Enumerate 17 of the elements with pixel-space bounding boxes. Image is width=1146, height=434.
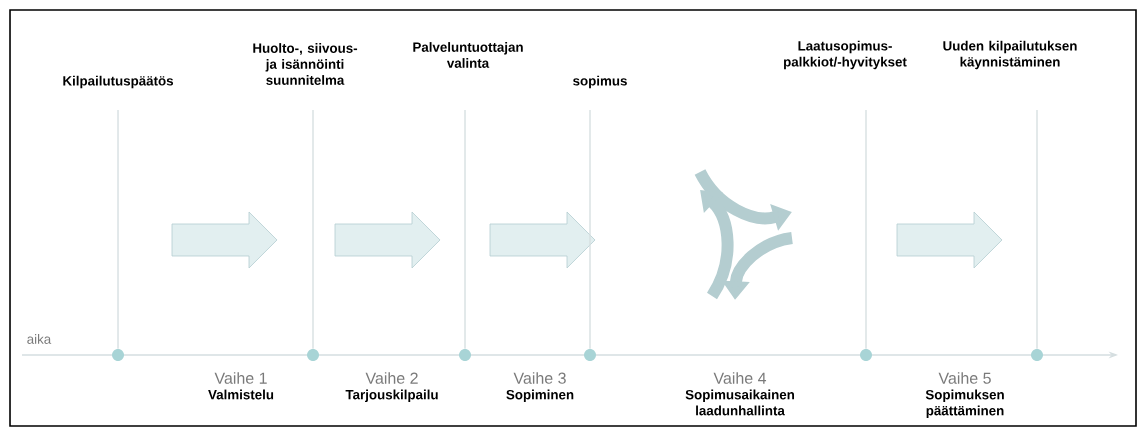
phase-name: Sopiminen: [506, 389, 574, 402]
phase-number: Vaihe 2: [365, 372, 418, 384]
axis-label: aika: [27, 334, 52, 344]
milestone-label: Palveluntuottajan valinta: [413, 42, 523, 68]
milestone-label: Kilpailutuspäätös: [63, 75, 174, 89]
phase-name: Sopimuksen päättäminen: [925, 389, 1004, 418]
milestone-label: sopimus: [573, 75, 627, 89]
phase-number: Vaihe 5: [938, 372, 991, 384]
phase-number: Vaihe 4: [713, 372, 767, 384]
phase-name: Valmistelu: [208, 389, 274, 400]
phase-number: Vaihe 1: [214, 372, 267, 384]
milestone-label: Huolto-, siivous- ja isännöinti suunnitelma: [253, 43, 358, 85]
phase-name: Sopimusaikainen laadunhallinta: [685, 389, 794, 416]
phase-number: Vaihe 3: [513, 372, 566, 384]
milestone-label: Laatusopimus- palkkiot/-hyvitykset: [784, 40, 907, 70]
milestone-label: Uuden kilpailutuksen käynnistäminen: [943, 40, 1077, 70]
phase-name: Tarjouskilpailu: [345, 389, 438, 402]
